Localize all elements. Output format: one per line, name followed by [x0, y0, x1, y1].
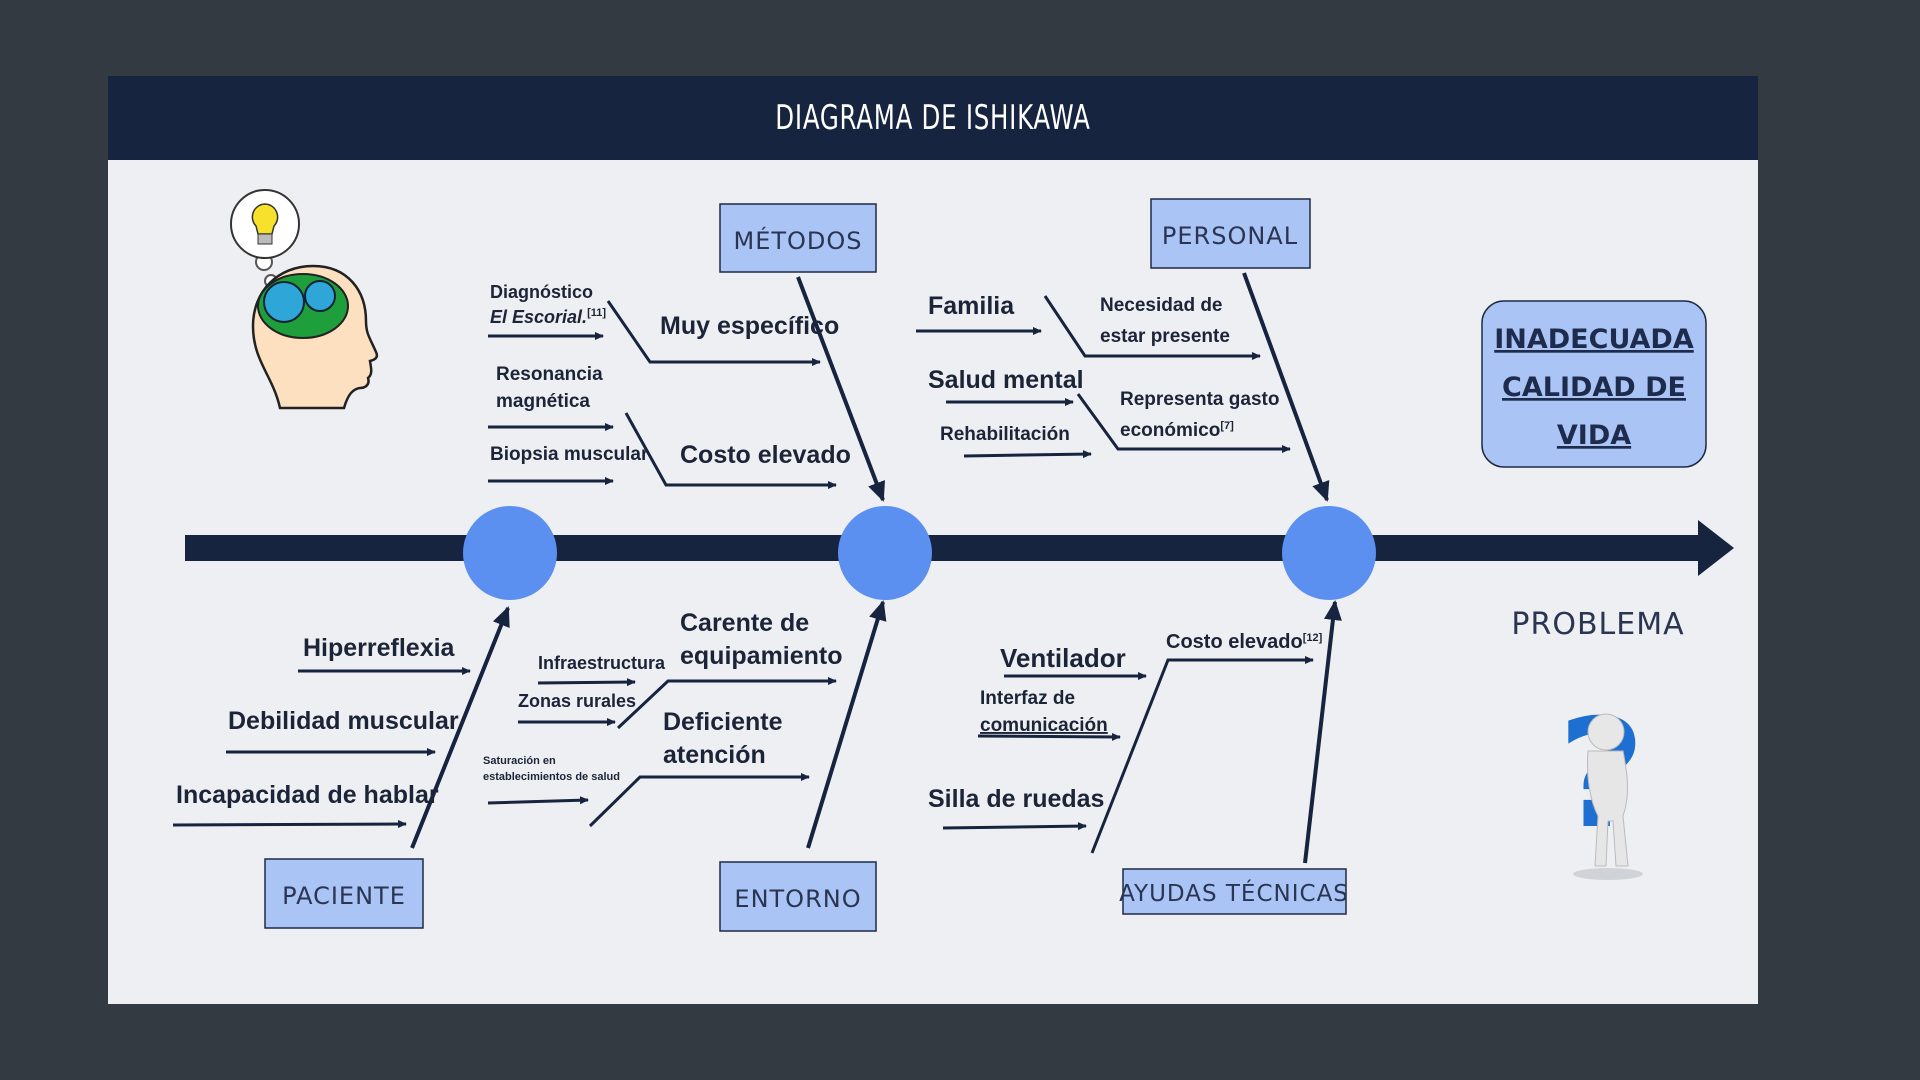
arrow-saturacion	[487, 796, 589, 805]
label-ventilador: Ventilador	[1000, 643, 1126, 673]
label-muy-especifico: Muy específico	[660, 312, 839, 340]
category-paciente: PACIENTE	[264, 858, 424, 929]
category-label: PERSONAL	[1162, 222, 1298, 250]
arrow-costo-ayudas	[1090, 656, 1314, 854]
label-costo-ayudas: Costo elevado[12]	[1166, 631, 1323, 653]
question-mark-figure-icon: ?	[1558, 688, 1645, 880]
category-label: PACIENTE	[282, 882, 406, 910]
bone-metodos	[796, 276, 885, 502]
label-el-escorial: El Escorial.[11]	[490, 307, 606, 327]
category-label: ENTORNO	[734, 885, 861, 913]
label-debilidad: Debilidad muscular	[228, 707, 459, 735]
label-necesidad-1: Necesidad de	[1100, 295, 1223, 316]
problem-box: INADECUADA CALIDAD DE VIDA	[1481, 300, 1707, 468]
category-personal: PERSONAL	[1150, 198, 1311, 269]
problem-line-2: CALIDAD DE	[1502, 372, 1686, 403]
spine	[185, 520, 1734, 576]
diagram-title: DIAGRAMA DE ISHIKAWA	[775, 98, 1091, 138]
arrow-incapacidad	[172, 820, 407, 829]
label-resonancia-1: Resonancia	[496, 364, 603, 385]
arrow-necesidad	[1043, 295, 1261, 360]
arrow-deficiente	[588, 773, 810, 828]
nodes	[463, 506, 1376, 600]
label-salud-mental: Salud mental	[928, 366, 1084, 394]
problem-line-3: VIDA	[1557, 420, 1631, 451]
ishikawa-diagram: MÉTODOS PERSONAL PACIENTE ENTORNO AYUDAS…	[172, 189, 1734, 932]
bone-ayudas	[1303, 600, 1342, 864]
main-bones	[410, 272, 1342, 864]
label-deficiente-2: atención	[663, 741, 766, 769]
label-infraestructura: Infraestructura	[538, 653, 666, 673]
node-2	[838, 506, 932, 600]
label-rehabilitacion: Rehabilitación	[940, 424, 1070, 445]
label-saturacion-1: Saturación en	[483, 755, 556, 767]
category-entorno: ENTORNO	[719, 861, 877, 932]
node-1	[463, 506, 557, 600]
spine-bar	[185, 535, 1703, 561]
diagram-slide: DIAGRAMA DE ISHIKAWA	[108, 76, 1758, 1004]
arrow-interfaz	[977, 732, 1121, 741]
bone-paciente	[410, 606, 510, 849]
label-incapacidad: Incapacidad de hablar	[176, 781, 439, 809]
category-label: MÉTODOS	[733, 226, 862, 255]
category-ayudas: AYUDAS TÉCNICAS	[1119, 868, 1349, 915]
label-gasto-1: Representa gasto	[1120, 389, 1279, 410]
label-gasto-2: económico[7]	[1120, 420, 1234, 441]
label-necesidad-2: estar presente	[1100, 326, 1230, 347]
spine-arrowhead	[1698, 520, 1734, 576]
label-carente-1: Carente de	[680, 609, 809, 637]
node-3	[1282, 506, 1376, 600]
label-biopsia: Biopsia muscular	[490, 444, 649, 465]
arrow-rehabilitacion	[963, 450, 1092, 459]
label-interfaz-2: comunicación	[980, 715, 1108, 736]
label-carente-2: equipamiento	[680, 642, 843, 670]
arrow-infraestructura	[537, 678, 636, 687]
label-hiperreflexia: Hiperreflexia	[303, 634, 456, 662]
problem-line-1: INADECUADA	[1494, 324, 1694, 355]
category-label: AYUDAS TÉCNICAS	[1119, 879, 1349, 907]
label-silla: Silla de ruedas	[928, 785, 1104, 813]
bone-personal	[1242, 272, 1330, 502]
label-saturacion-2: establecimientos de salud	[483, 771, 620, 783]
label-deficiente-1: Deficiente	[663, 708, 783, 736]
arrow-costo-elevado	[624, 412, 837, 489]
label-familia: Familia	[928, 292, 1015, 320]
arrow-carente	[616, 677, 837, 730]
problem-label: PROBLEMA	[1511, 607, 1684, 642]
label-costo-elevado: Costo elevado	[680, 441, 851, 469]
arrow-silla	[942, 822, 1087, 831]
label-zonas-rurales: Zonas rurales	[518, 691, 636, 711]
category-metodos: MÉTODOS	[719, 203, 877, 273]
title-bar: DIAGRAMA DE ISHIKAWA	[108, 76, 1758, 160]
cause-arrows	[172, 295, 1314, 854]
label-interfaz-1: Interfaz de	[980, 688, 1075, 709]
label-resonancia-2: magnética	[496, 391, 590, 412]
arrow-gasto	[1076, 393, 1291, 453]
label-diagnostico: Diagnóstico	[490, 282, 593, 302]
arrow-muy-especifico	[606, 300, 821, 366]
head-gears-lightbulb-icon	[230, 189, 379, 410]
bone-entorno	[806, 600, 887, 849]
